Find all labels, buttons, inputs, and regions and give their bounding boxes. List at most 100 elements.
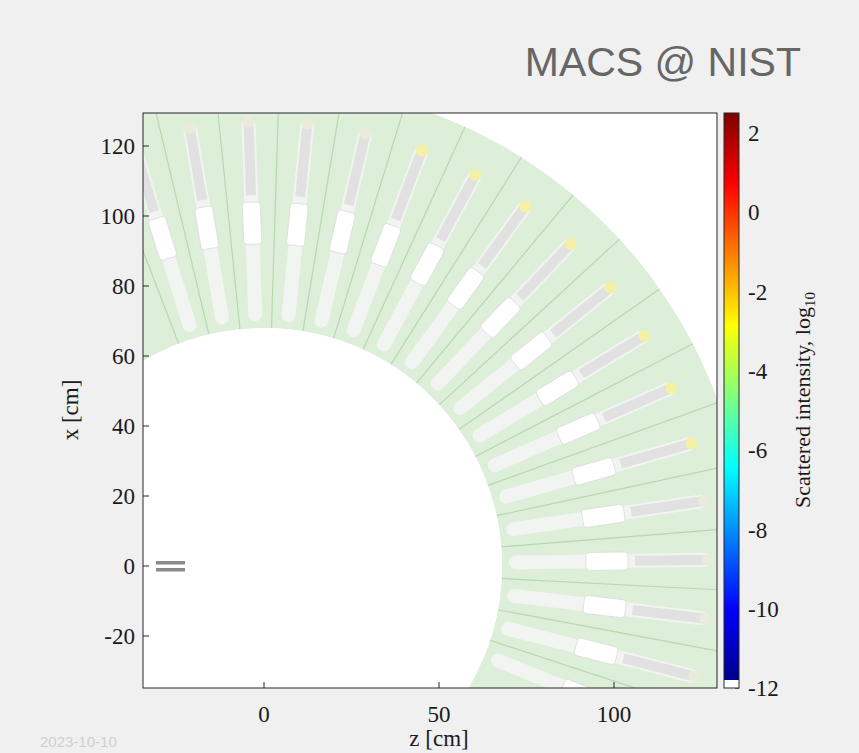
x-tick-label: 0	[258, 703, 270, 726]
analyzer-crystal	[329, 210, 356, 255]
channel-tube	[509, 553, 712, 570]
detector-tube	[635, 555, 712, 566]
detector-tube	[619, 438, 696, 469]
channel-tube	[402, 199, 533, 371]
detector-tube	[632, 605, 710, 624]
detector-end	[699, 612, 712, 625]
detector-tube	[243, 118, 256, 195]
channel-wall	[502, 578, 717, 591]
detector-tube	[622, 653, 699, 682]
detector-channel	[311, 125, 375, 329]
detector-tube	[391, 145, 428, 221]
axis-ticks	[143, 133, 739, 688]
analyzer-crystal	[286, 203, 308, 247]
colorbar-tick-label: -8	[748, 518, 767, 541]
analyzer-crystal	[571, 457, 616, 486]
x-tick	[614, 682, 615, 688]
detector-channel	[180, 120, 232, 326]
channel-wall	[143, 115, 179, 344]
colorbar-title-group: Scattered intensity, log10	[792, 292, 818, 508]
analyzer-crystal	[194, 206, 219, 250]
colorbar-tick-label: -4	[748, 359, 767, 382]
y-tick-label: 100	[101, 205, 136, 228]
shielding-annulus	[143, 113, 717, 688]
y-tick-label: 80	[112, 275, 135, 298]
detector-end	[562, 236, 579, 253]
detector-tube	[344, 129, 371, 206]
analyzer-crystal	[535, 370, 580, 407]
sample-symbol	[156, 561, 185, 565]
detector-end	[301, 117, 314, 130]
analyzer-crystal	[583, 595, 627, 618]
detector-channel	[279, 117, 317, 323]
channel-tube	[143, 136, 198, 334]
detector-end	[697, 494, 711, 508]
colorbar-tick-label: -6	[748, 439, 767, 462]
channel-tube	[500, 620, 700, 684]
detector-array	[143, 113, 717, 688]
detector-end	[242, 116, 254, 128]
colorbar-tick-label: -12	[748, 677, 779, 700]
detector-end	[183, 121, 197, 135]
detector-channel	[499, 618, 703, 687]
colorbar	[724, 113, 739, 680]
detector-tube	[184, 123, 207, 201]
analyzer-crystal	[574, 637, 619, 665]
colorbar-tick-label: -2	[748, 280, 767, 303]
detector-tube	[295, 120, 312, 198]
y-tick-label: 120	[101, 135, 136, 158]
detector-end	[684, 436, 699, 451]
chart-title: MACS @ NIST	[525, 42, 801, 83]
detector-end	[687, 669, 702, 684]
analyzer-crystal	[559, 678, 605, 688]
analyzer-crystal	[581, 504, 625, 528]
date-stamp: 2023-10-10	[40, 734, 117, 749]
y-tick	[143, 146, 149, 147]
channel-tube	[506, 588, 709, 626]
x-tick	[264, 682, 265, 688]
detector-channel	[239, 115, 264, 321]
axes-box	[143, 113, 717, 688]
detector-end	[358, 126, 372, 140]
detector-channel	[485, 377, 681, 476]
analyzer-crystal	[480, 296, 522, 339]
colorbar-title: Scattered intensity, log	[790, 307, 815, 508]
analyzer-crystal	[509, 331, 553, 371]
y-tick	[143, 496, 149, 497]
channel-wall	[416, 195, 573, 383]
colorbar-box	[724, 113, 739, 688]
detector-end	[602, 279, 619, 296]
colorbar-tick-label: 2	[748, 122, 760, 145]
colorbar-title-subscript: 10	[802, 292, 818, 307]
y-tick	[143, 216, 149, 217]
colorbar-white	[724, 680, 739, 688]
channel-tube	[182, 123, 230, 325]
y-tick	[143, 636, 149, 637]
channel-tube	[505, 494, 708, 538]
detector-tube	[630, 496, 708, 517]
detector-channel	[401, 196, 536, 373]
x-tick-label: 50	[428, 703, 451, 726]
analyzer-crystal	[586, 552, 628, 571]
y-tick-label: 60	[112, 345, 135, 368]
detector-channel	[143, 133, 200, 335]
channel-tube	[241, 118, 262, 321]
y-tick-label: 40	[112, 415, 135, 438]
analyzer-crystal	[242, 202, 261, 245]
y-tick	[143, 286, 149, 287]
colorbar-tick-label: -10	[748, 597, 779, 620]
analyzer-crystal	[409, 242, 445, 288]
channel-wall	[439, 239, 619, 405]
y-axis-title: x [cm]	[59, 380, 82, 441]
analyzer-crystal	[148, 216, 178, 261]
x-axis-title: z [cm]	[409, 727, 468, 750]
detector-end	[414, 143, 429, 158]
detector-channel	[506, 586, 712, 628]
channel-tube	[313, 128, 373, 329]
sample-region	[143, 328, 502, 688]
channel-tube	[281, 119, 315, 322]
y-tick	[143, 356, 149, 357]
analyzer-crystal	[370, 223, 402, 269]
x-tick	[439, 682, 440, 688]
channel-wall	[271, 113, 279, 328]
